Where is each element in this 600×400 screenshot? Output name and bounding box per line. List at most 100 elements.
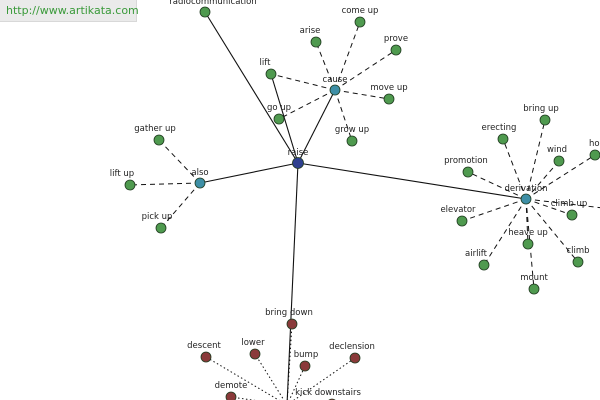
node-label-heave-up[interactable]: heave up bbox=[508, 228, 548, 238]
node-dot-derivation[interactable] bbox=[520, 193, 532, 205]
node-dot-prove[interactable] bbox=[390, 44, 402, 56]
node-dot-move-up[interactable] bbox=[383, 93, 395, 105]
node-label-derivation[interactable]: derivation bbox=[504, 184, 547, 194]
node-dot-pick-up[interactable] bbox=[155, 222, 167, 234]
node-descent[interactable]: descent bbox=[187, 341, 221, 363]
node-label-radiocommunication[interactable]: radiocommunication bbox=[169, 0, 256, 7]
node-label-also[interactable]: also bbox=[191, 168, 208, 178]
node-label-come-up[interactable]: come up bbox=[342, 6, 379, 16]
node-prove[interactable]: prove bbox=[384, 34, 408, 56]
node-dot-heave-up[interactable] bbox=[522, 238, 534, 250]
node-dot-arise[interactable] bbox=[310, 36, 322, 48]
node-label-wind[interactable]: wind bbox=[547, 145, 567, 155]
node-lift-up[interactable]: lift up bbox=[110, 169, 136, 191]
node-label-move-up[interactable]: move up bbox=[370, 83, 407, 93]
node-dot-grow-up[interactable] bbox=[346, 135, 358, 147]
node-declension[interactable]: declension bbox=[329, 342, 375, 364]
node-elevator[interactable]: elevator bbox=[440, 205, 476, 227]
node-erecting[interactable]: erecting bbox=[482, 123, 517, 145]
node-label-bump[interactable]: bump bbox=[294, 350, 318, 360]
node-dot-promotion[interactable] bbox=[462, 166, 474, 178]
node-label-lift-up[interactable]: lift up bbox=[110, 169, 134, 179]
node-label-bring-down[interactable]: bring down bbox=[265, 308, 313, 318]
node-dot-gather-up[interactable] bbox=[153, 134, 165, 146]
node-heave-up[interactable]: heave up bbox=[508, 228, 548, 250]
node-go-up[interactable]: go up bbox=[267, 103, 291, 125]
node-dot-raise[interactable] bbox=[292, 157, 304, 169]
node-dot-also[interactable] bbox=[194, 177, 206, 189]
node-label-grow-up[interactable]: grow up bbox=[335, 125, 369, 135]
node-dot-cause[interactable] bbox=[329, 84, 341, 96]
node-label-elevator[interactable]: elevator bbox=[440, 205, 476, 215]
node-dot-bump[interactable] bbox=[299, 360, 311, 372]
node-dot-ho[interactable] bbox=[589, 149, 600, 161]
node-label-promotion[interactable]: promotion bbox=[444, 156, 488, 166]
node-label-demote[interactable]: demote bbox=[215, 381, 248, 391]
node-lift[interactable]: lift bbox=[260, 58, 277, 80]
node-label-gather-up[interactable]: gather up bbox=[134, 124, 176, 134]
node-dot-demote[interactable] bbox=[225, 391, 237, 400]
node-dot-elevator[interactable] bbox=[456, 215, 468, 227]
node-lower[interactable]: lower bbox=[241, 338, 265, 360]
node-label-climb[interactable]: climb bbox=[566, 246, 589, 256]
node-bring-up[interactable]: bring up bbox=[523, 104, 559, 126]
node-dot-lower[interactable] bbox=[249, 348, 261, 360]
node-dot-climb[interactable] bbox=[572, 256, 584, 268]
node-promotion[interactable]: promotion bbox=[444, 156, 488, 178]
node-label-mount[interactable]: mount bbox=[520, 273, 548, 283]
edge-also-pick-up bbox=[160, 182, 201, 229]
node-raise[interactable]: raise bbox=[288, 148, 309, 169]
node-label-prove[interactable]: prove bbox=[384, 34, 408, 44]
node-dot-radiocommunication[interactable] bbox=[199, 6, 211, 18]
node-grow-up[interactable]: grow up bbox=[335, 125, 369, 147]
node-label-climb-up[interactable]: climb up bbox=[551, 199, 588, 209]
node-climb[interactable]: climb bbox=[566, 246, 590, 268]
node-label-arise[interactable]: arise bbox=[300, 26, 321, 36]
node-label-lower[interactable]: lower bbox=[241, 338, 265, 348]
node-wind[interactable]: wind bbox=[547, 145, 567, 167]
node-label-kick-downstairs[interactable]: kick downstairs bbox=[295, 388, 361, 398]
node-label-airlift[interactable]: airlift bbox=[465, 249, 488, 259]
node-come-up[interactable]: come up bbox=[342, 6, 379, 28]
node-dot-lift[interactable] bbox=[265, 68, 277, 80]
node-dot-wind[interactable] bbox=[553, 155, 565, 167]
node-also[interactable]: also bbox=[191, 168, 209, 189]
node-label-go-up[interactable]: go up bbox=[267, 103, 291, 113]
node-mount[interactable]: mount bbox=[520, 273, 548, 295]
node-label-raise[interactable]: raise bbox=[288, 148, 309, 158]
node-label-ho[interactable]: ho bbox=[589, 139, 600, 149]
node-dot-bring-down[interactable] bbox=[286, 318, 298, 330]
node-pick-up[interactable]: pick up bbox=[142, 212, 173, 234]
node-demote[interactable]: demote bbox=[215, 381, 248, 400]
node-label-lift[interactable]: lift bbox=[260, 58, 272, 68]
node-dot-erecting[interactable] bbox=[497, 133, 509, 145]
node-label-pick-up[interactable]: pick up bbox=[142, 212, 173, 222]
node-label-erecting[interactable]: erecting bbox=[482, 123, 517, 133]
node-dot-airlift[interactable] bbox=[478, 259, 490, 271]
node-radiocommunication[interactable]: radiocommunication bbox=[169, 0, 257, 18]
node-dot-go-up[interactable] bbox=[273, 113, 285, 125]
node-dot-come-up[interactable] bbox=[354, 16, 366, 28]
node-dot-declension[interactable] bbox=[349, 352, 361, 364]
node-label-descent[interactable]: descent bbox=[187, 341, 221, 351]
node-dot-lift-up[interactable] bbox=[124, 179, 136, 191]
node-move-up[interactable]: move up bbox=[370, 83, 408, 105]
node-kick-downstairs[interactable]: kick downstairs bbox=[295, 388, 361, 400]
node-dot-bring-up[interactable] bbox=[539, 114, 551, 126]
node-dot-descent[interactable] bbox=[200, 351, 212, 363]
node-arise[interactable]: arise bbox=[300, 26, 322, 48]
node-ho[interactable]: ho bbox=[589, 139, 600, 161]
node-bring-down[interactable]: bring down bbox=[265, 308, 313, 330]
node-airlift[interactable]: airlift bbox=[465, 249, 490, 271]
url-banner[interactable]: http://www.artikata.com bbox=[0, 0, 139, 22]
node-bump[interactable]: bump bbox=[294, 350, 318, 372]
node-label-declension[interactable]: declension bbox=[329, 342, 375, 352]
node-gather-up[interactable]: gather up bbox=[134, 124, 176, 146]
node-climb-up[interactable]: climb up bbox=[551, 199, 588, 221]
node-derivation[interactable]: derivation bbox=[504, 184, 548, 205]
node-dot-climb-up[interactable] bbox=[566, 209, 578, 221]
node-label-cause[interactable]: cause bbox=[323, 75, 348, 85]
node-dot-mount[interactable] bbox=[528, 283, 540, 295]
node-cause[interactable]: cause bbox=[323, 75, 348, 96]
node-label-bring-up[interactable]: bring up bbox=[523, 104, 559, 114]
